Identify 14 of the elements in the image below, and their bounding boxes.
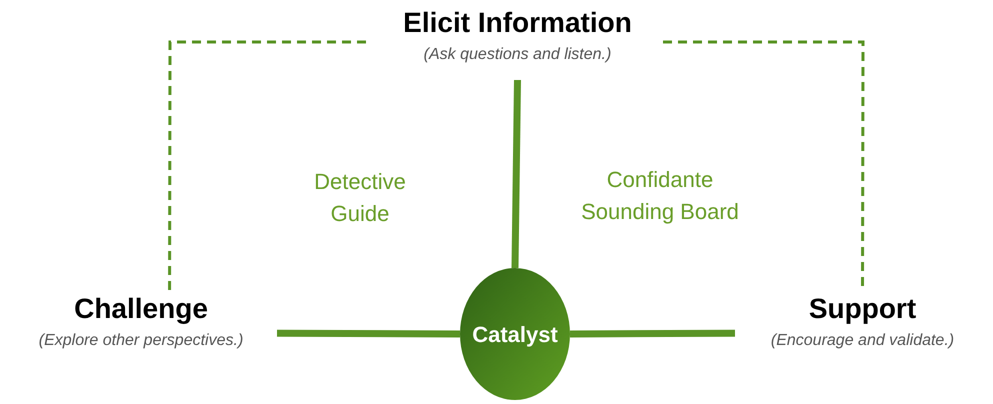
role-label: Sounding Board	[581, 198, 739, 226]
node-title: Elicit Information	[403, 6, 632, 40]
connector-line	[512, 80, 521, 268]
connector-line	[570, 330, 736, 338]
role-label: Confidante	[606, 166, 714, 194]
node-subtitle: (Ask questions and listen.)	[424, 45, 612, 65]
role-label: Detective	[314, 168, 406, 196]
node-subtitle: (Encourage and validate.)	[770, 331, 954, 351]
role-label: Guide	[330, 200, 390, 228]
node-label: Catalyst	[472, 320, 558, 349]
connector-line	[276, 330, 460, 338]
node-title: Challenge	[74, 292, 208, 326]
node-title: Support	[808, 292, 916, 326]
node-subtitle: (Explore other perspectives.)	[38, 331, 244, 351]
